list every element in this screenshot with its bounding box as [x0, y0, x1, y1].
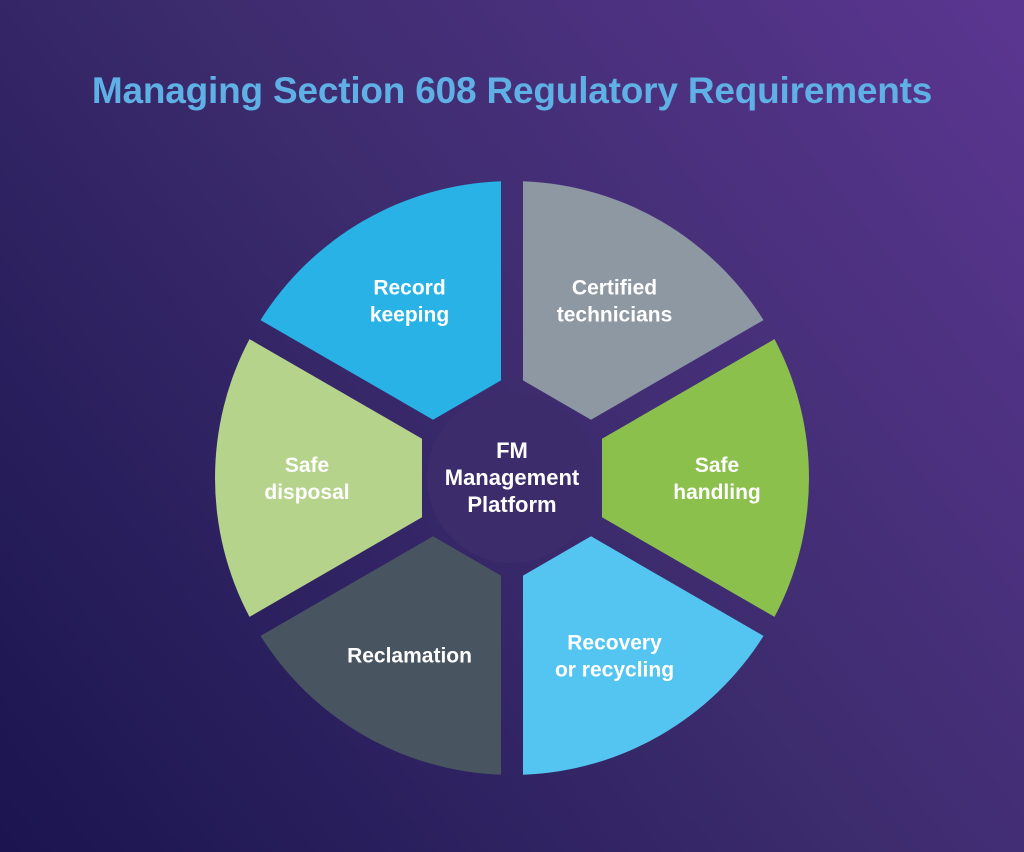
segment-safe-disposal — [215, 339, 422, 617]
page-title: Managing Section 608 Regulatory Requirem… — [91, 70, 933, 111]
hub-circle — [427, 393, 597, 563]
segment-certified-technicians — [523, 181, 764, 420]
segment-record-keeping — [260, 181, 501, 420]
segment-recovery-or-recycling — [523, 536, 764, 775]
segment-label-reclamation: Reclamation — [347, 645, 472, 668]
segment-reclamation — [260, 536, 501, 775]
segment-safe-handling — [602, 339, 809, 617]
